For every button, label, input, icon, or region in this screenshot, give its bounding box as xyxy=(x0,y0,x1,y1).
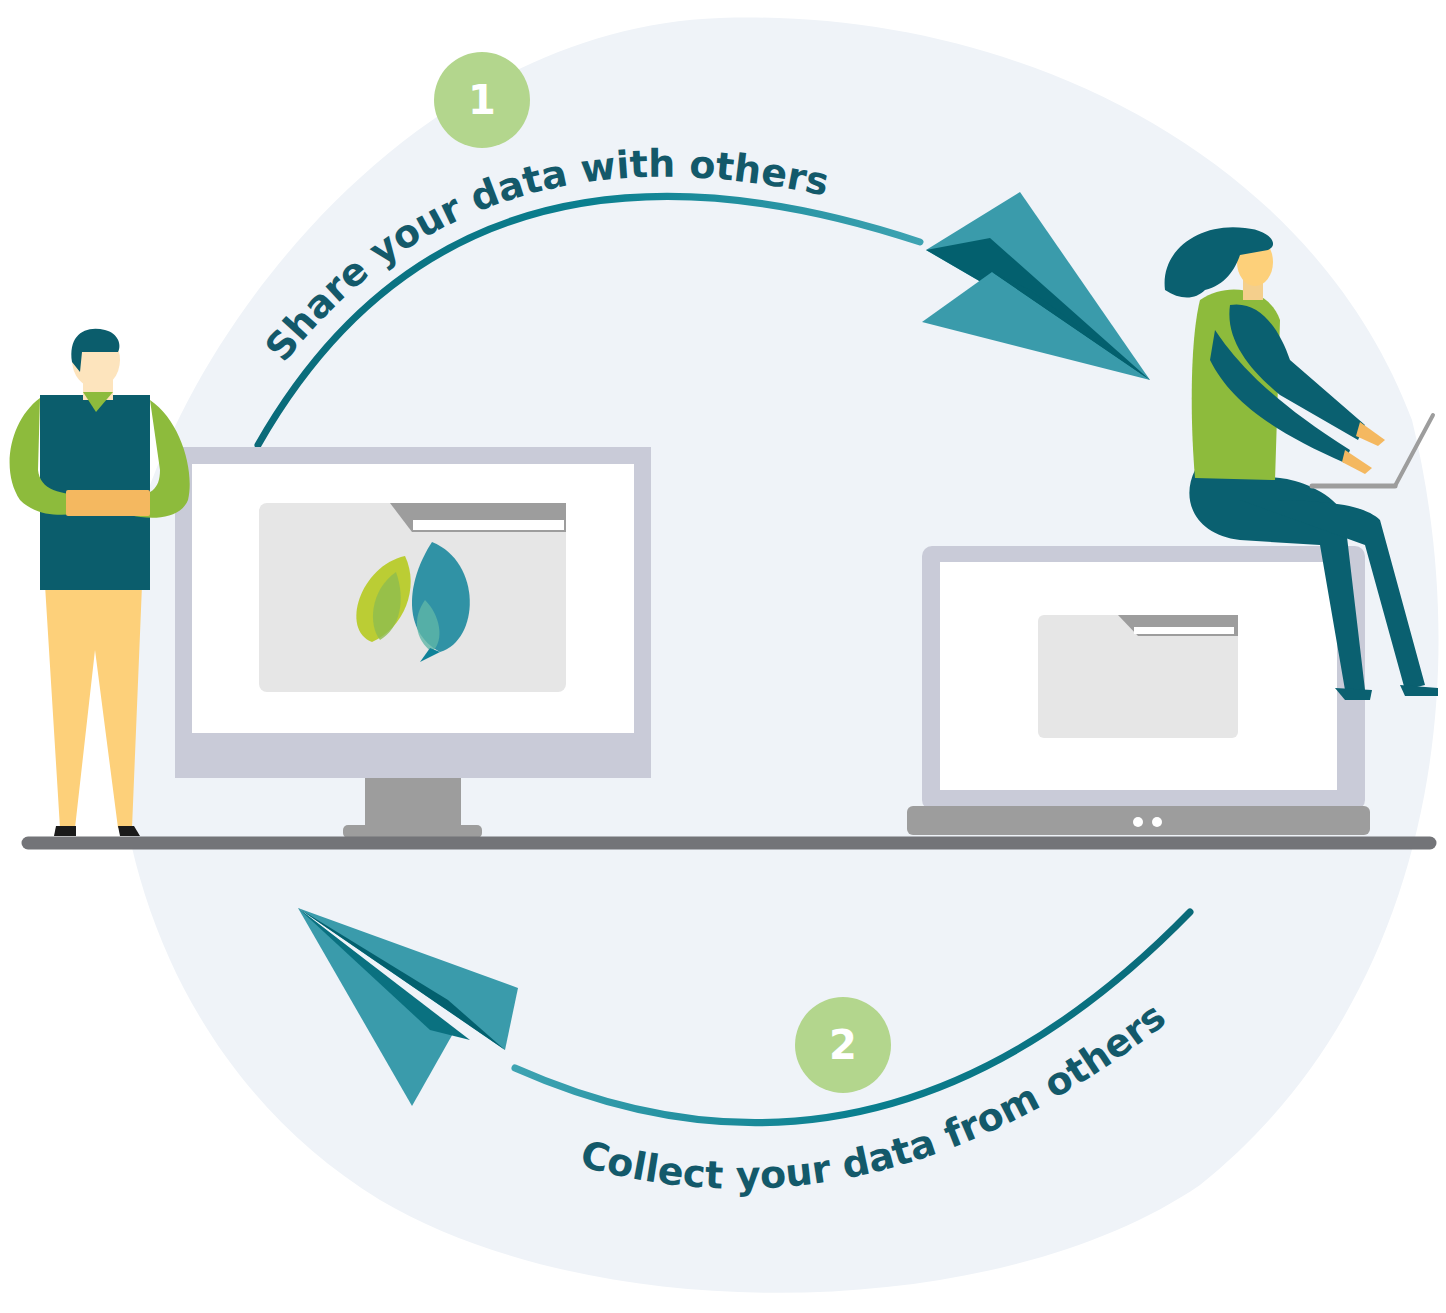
background-blob xyxy=(115,18,1439,1293)
step-number: 1 xyxy=(468,80,496,120)
step-circle: 1 xyxy=(434,52,530,148)
man-figure xyxy=(10,329,190,836)
step-circle: 2 xyxy=(795,997,891,1093)
laptop xyxy=(907,546,1370,835)
woman-figure xyxy=(1165,227,1438,700)
step-number: 2 xyxy=(829,1025,857,1065)
paper-plane xyxy=(922,192,1150,380)
collect-arc xyxy=(515,912,1190,1123)
ground-line xyxy=(28,837,1430,850)
monitor xyxy=(175,447,651,838)
share-arc xyxy=(258,196,920,445)
paper-plane xyxy=(298,908,518,1106)
